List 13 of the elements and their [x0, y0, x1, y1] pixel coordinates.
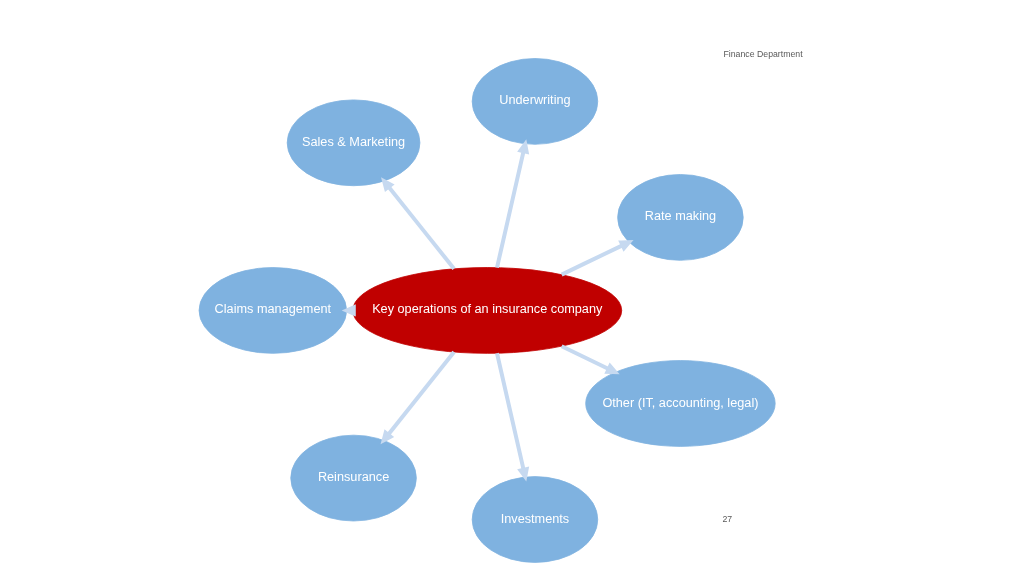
label: 27: [721, 513, 732, 524]
label: Finance Department: [722, 48, 803, 59]
arrow: [560, 344, 620, 375]
node-ellipse: Reinsurance: [289, 434, 417, 522]
node-ellipse: Underwriting: [471, 58, 598, 145]
node-ellipse: Investments: [471, 476, 598, 563]
arrow: [494, 352, 529, 482]
arrow: [494, 139, 529, 269]
node-ellipse: Sales & Marketing: [286, 99, 420, 187]
arrow: [380, 177, 456, 270]
arrow: [560, 240, 634, 277]
arrow: [380, 350, 456, 445]
node-ellipse: Claims management: [198, 267, 347, 354]
